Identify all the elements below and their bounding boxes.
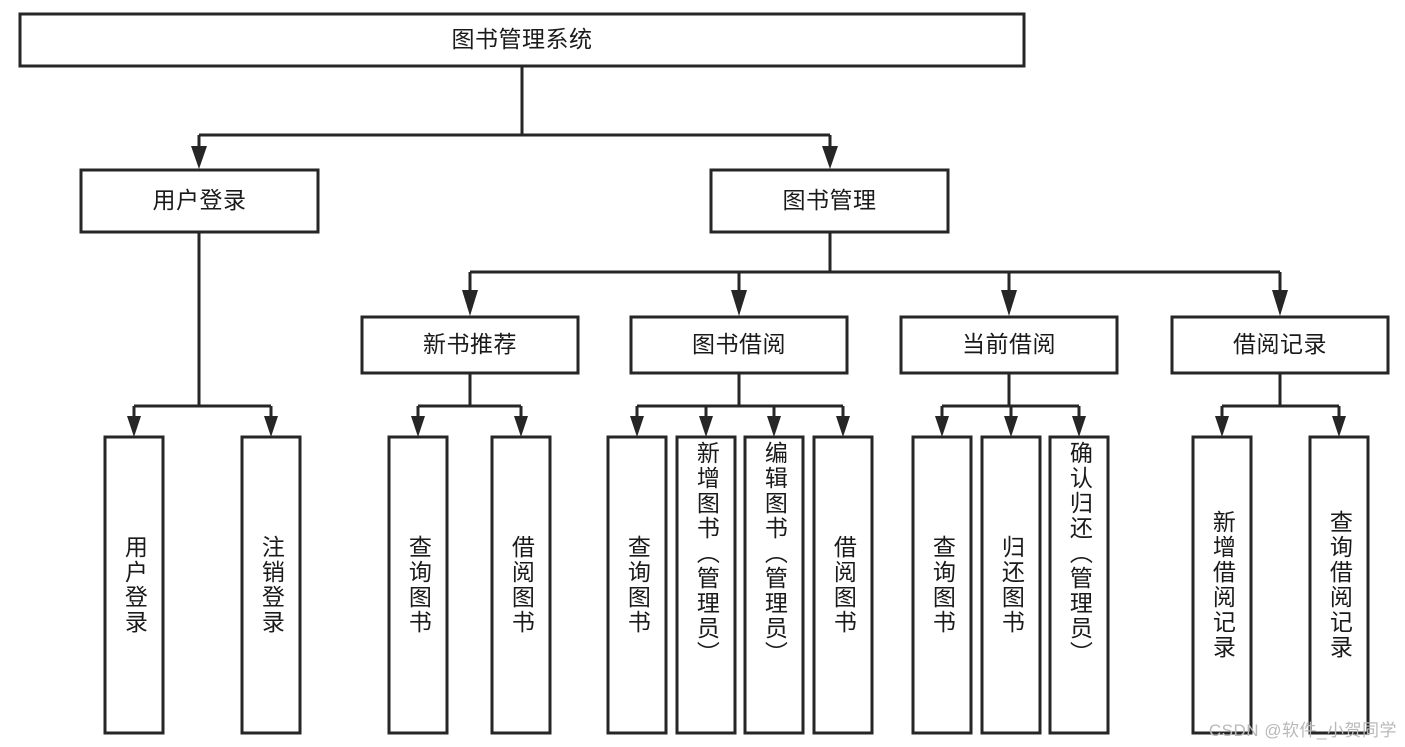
node-box-leaf-query-record[interactable] — [1308, 435, 1370, 735]
node-box-book-borrow[interactable] — [629, 315, 849, 375]
connectors-root-to-level2 — [191, 67, 838, 169]
node-box-borrow-record[interactable] — [1170, 315, 1390, 375]
connectors-book-borrow-to-leaves — [630, 374, 850, 437]
connectors-book-management-to-level3 — [462, 233, 1288, 316]
node-box-user-login[interactable] — [79, 168, 320, 234]
node-box-leaf-logout-login[interactable] — [240, 435, 302, 735]
node-box-root[interactable] — [18, 12, 1026, 68]
connectors-current-borrow-to-leaves — [935, 374, 1086, 437]
arrow-head-current-borrow — [1001, 290, 1017, 316]
arrow-head-new-book-recommend — [462, 290, 478, 316]
node-box-leaf-add-book[interactable] — [675, 435, 737, 735]
arrow-head-leaf-logout-login — [264, 416, 278, 437]
arrow-head-leaf-confirm-return — [1072, 416, 1086, 437]
arrow-head-book-management — [822, 146, 838, 169]
arrow-head-leaf-query-book-1 — [411, 416, 425, 437]
arrow-head-leaf-borrow-book-1 — [514, 416, 528, 437]
arrow-head-leaf-query-record — [1332, 416, 1346, 437]
node-box-leaf-add-record[interactable] — [1191, 435, 1253, 735]
connectors-new-book-to-leaves — [411, 374, 528, 437]
arrow-head-leaf-query-book-3 — [935, 416, 949, 437]
arrow-head-leaf-user-login — [127, 416, 141, 437]
node-box-leaf-query-book-2[interactable] — [606, 435, 668, 735]
arrow-head-book-borrow — [731, 290, 747, 316]
node-box-leaf-return-book[interactable] — [980, 435, 1042, 735]
arrow-head-leaf-add-book — [699, 416, 713, 437]
node-box-leaf-user-login[interactable] — [103, 435, 165, 735]
arrow-head-leaf-borrow-book-2 — [836, 416, 850, 437]
node-box-current-borrow[interactable] — [899, 315, 1119, 375]
node-box-leaf-edit-book[interactable] — [743, 435, 805, 735]
node-box-new-book-recommend[interactable] — [360, 315, 580, 375]
connectors-user-login-to-leaves — [127, 233, 278, 437]
node-box-leaf-query-book-3[interactable] — [911, 435, 973, 735]
node-box-leaf-borrow-book-1[interactable] — [490, 435, 552, 735]
node-box-leaf-confirm-return[interactable] — [1048, 435, 1110, 735]
arrow-head-leaf-edit-book — [767, 416, 781, 437]
watermark-text: CSDN @软件_小贺同学 — [1208, 721, 1397, 740]
arrow-head-user-login — [191, 146, 207, 169]
arrow-head-leaf-return-book — [1004, 416, 1018, 437]
connectors-borrow-record-to-leaves — [1215, 374, 1346, 437]
arrow-head-leaf-query-book-2 — [630, 416, 644, 437]
node-box-leaf-borrow-book-2[interactable] — [812, 435, 874, 735]
node-box-leaf-query-book-1[interactable] — [387, 435, 449, 735]
arrow-head-borrow-record — [1272, 290, 1288, 316]
node-box-book-management[interactable] — [709, 168, 950, 234]
arrow-head-leaf-add-record — [1215, 416, 1229, 437]
